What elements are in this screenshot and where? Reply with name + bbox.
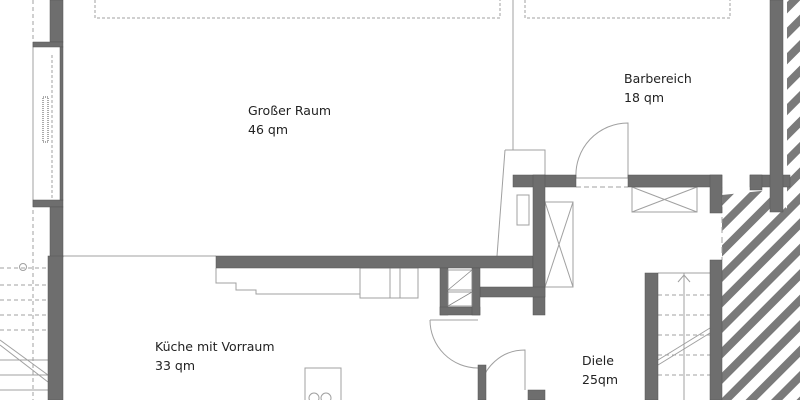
room-name: Großer Raum	[248, 103, 332, 118]
room-name: Barbereich	[624, 71, 692, 86]
room-area: 18 qm	[624, 90, 664, 105]
room-area: 33 qm	[155, 358, 195, 373]
thin-lines	[0, 0, 731, 400]
kitchen-fixtures	[447, 269, 473, 307]
room-label-barbereich: Barbereich 18 qm	[624, 69, 692, 107]
room-area: 46 qm	[248, 122, 288, 137]
hatched-strip	[787, 0, 800, 212]
room-label-diele: Diele 25qm	[582, 351, 618, 389]
walls	[32, 0, 791, 400]
hatched-area	[722, 190, 800, 400]
room-name: Küche mit Vorraum	[155, 339, 275, 354]
room-label-grosser-raum: Großer Raum 46 qm	[248, 101, 331, 139]
room-label-kueche: Küche mit Vorraum 33 qm	[155, 337, 275, 375]
room-area: 25qm	[582, 372, 619, 387]
room-name: Diele	[582, 353, 614, 368]
window-vent	[42, 96, 49, 143]
